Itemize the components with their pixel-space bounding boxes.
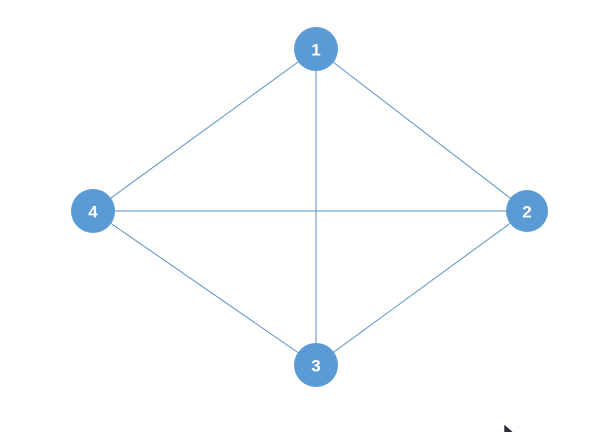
nodes-layer: 1 2 3 4 [71, 27, 548, 387]
node-circle-3[interactable] [294, 343, 338, 387]
graph-node-1[interactable]: 1 [294, 27, 338, 71]
edge-4-3[interactable] [92, 210, 317, 366]
edges-layer [92, 48, 528, 366]
node-circle-1[interactable] [294, 27, 338, 71]
node-circle-4[interactable] [71, 189, 115, 233]
graph-node-2[interactable]: 2 [506, 190, 548, 232]
edge-1-2[interactable] [315, 48, 528, 212]
node-circle-2[interactable] [506, 190, 548, 232]
edge-2-3[interactable] [315, 210, 528, 366]
graph-node-4[interactable]: 4 [71, 189, 115, 233]
graph-node-3[interactable]: 3 [294, 343, 338, 387]
edge-1-4[interactable] [92, 48, 317, 212]
